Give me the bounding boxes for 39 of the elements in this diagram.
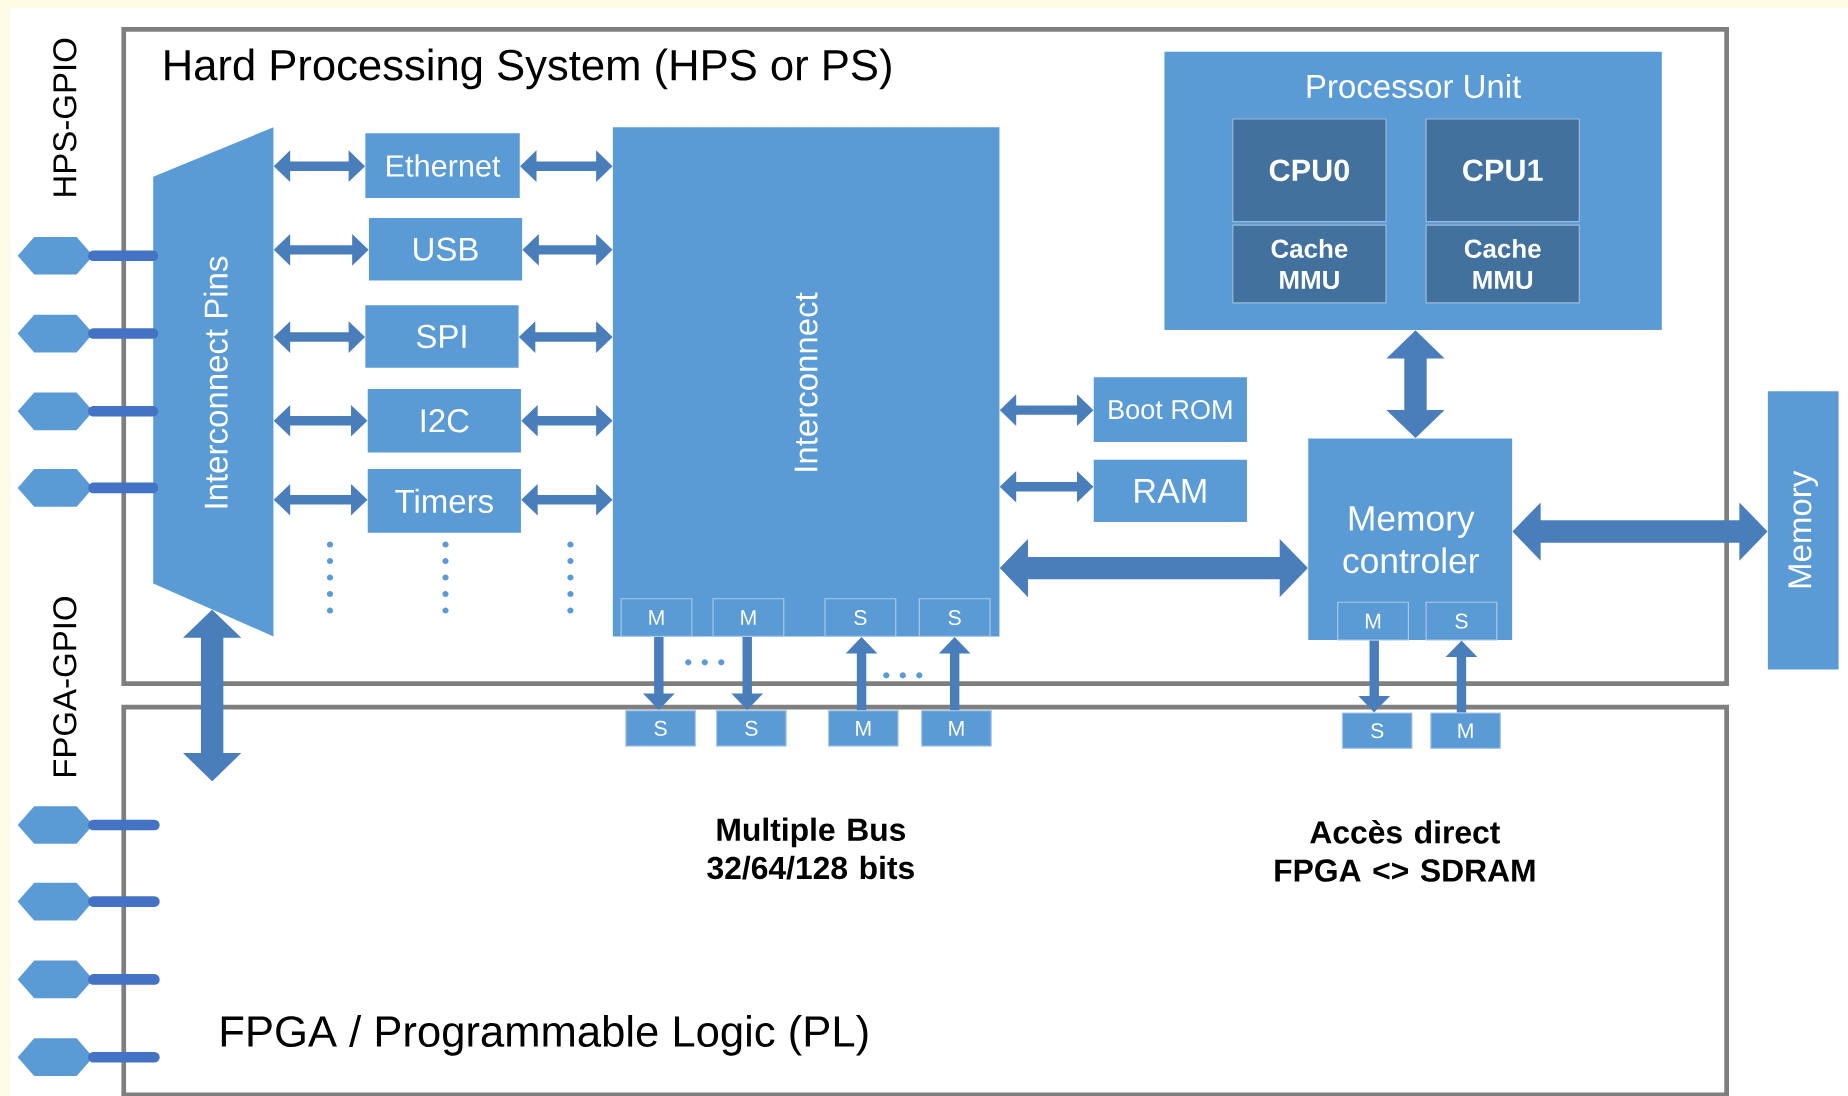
port-box: M: [620, 598, 693, 637]
frame-title: FPGA / Programmable Logic (PL): [221, 1014, 868, 1056]
cache-box: Cache MMU: [1232, 224, 1387, 304]
peripheral-box: SPI: [365, 305, 519, 368]
side-label: HPS-GPIO: [53, 38, 77, 196]
port-box: M: [827, 710, 899, 747]
box-title: Processor Unit: [1307, 73, 1522, 99]
pin-connector: [88, 1051, 160, 1063]
port-box: M: [1337, 601, 1409, 641]
peripheral-box: USB: [368, 218, 523, 281]
cpu-box: CPU1: [1425, 118, 1580, 223]
pin-connector: [88, 974, 160, 985]
port-box: S: [918, 598, 991, 637]
pin-connector: [88, 819, 160, 831]
cache-box: Cache MMU: [1425, 224, 1580, 304]
pin-connector: [88, 406, 159, 417]
cpu-box: CPU0: [1232, 118, 1387, 223]
port-box: M: [921, 710, 992, 747]
memory-box: Boot ROM: [1093, 377, 1247, 442]
pin-connector: [88, 250, 159, 261]
peripheral-box: I2C: [367, 388, 521, 453]
peripheral-box: Timers: [367, 469, 521, 533]
port-box: M: [1430, 712, 1501, 749]
port-box: S: [625, 710, 696, 747]
port-box: S: [716, 710, 787, 747]
port-box: S: [824, 598, 897, 637]
port-box: S: [1425, 601, 1498, 641]
pin-connector: [88, 482, 159, 494]
bus-note: Multiple Bus 32/64/128 bits: [707, 817, 914, 880]
memory-box: RAM: [1093, 459, 1247, 523]
port-box: M: [712, 598, 785, 637]
frame-title: Hard Processing System (HPS or PS): [165, 48, 891, 90]
memory-block: Memory: [1767, 391, 1839, 670]
bus-note: Accès direct FPGA <> SDRAM: [1275, 819, 1535, 882]
pin-connector: [88, 328, 159, 339]
pin-connector: [88, 896, 160, 907]
port-box: S: [1341, 712, 1413, 749]
peripheral-box: Ethernet: [365, 133, 520, 198]
side-label: FPGA-GPIO: [53, 596, 77, 777]
